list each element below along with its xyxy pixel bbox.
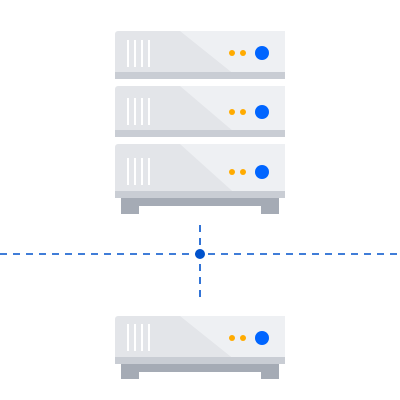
power-led-blue <box>255 165 269 179</box>
status-led-orange <box>240 335 246 341</box>
server-unit <box>115 31 285 79</box>
status-led-orange <box>229 335 235 341</box>
power-led-blue <box>255 105 269 119</box>
power-led-blue <box>255 46 269 60</box>
power-led-blue <box>255 331 269 345</box>
server-rack-top <box>115 31 285 214</box>
vent-icon <box>127 98 150 125</box>
status-led-orange <box>229 109 235 115</box>
status-led-orange <box>229 169 235 175</box>
status-led-orange <box>240 169 246 175</box>
server-rack-base <box>121 198 279 214</box>
status-led-orange <box>229 50 235 56</box>
vent-icon <box>127 324 150 351</box>
network-junction-dot <box>195 249 205 259</box>
server-base <box>121 364 279 379</box>
server-single-bottom <box>115 316 285 379</box>
server-unit <box>115 316 285 364</box>
vent-icon <box>127 158 150 185</box>
status-led-orange <box>240 109 246 115</box>
status-led-orange <box>240 50 246 56</box>
server-unit <box>115 144 285 198</box>
vent-icon <box>127 40 150 67</box>
server-unit <box>115 86 285 137</box>
